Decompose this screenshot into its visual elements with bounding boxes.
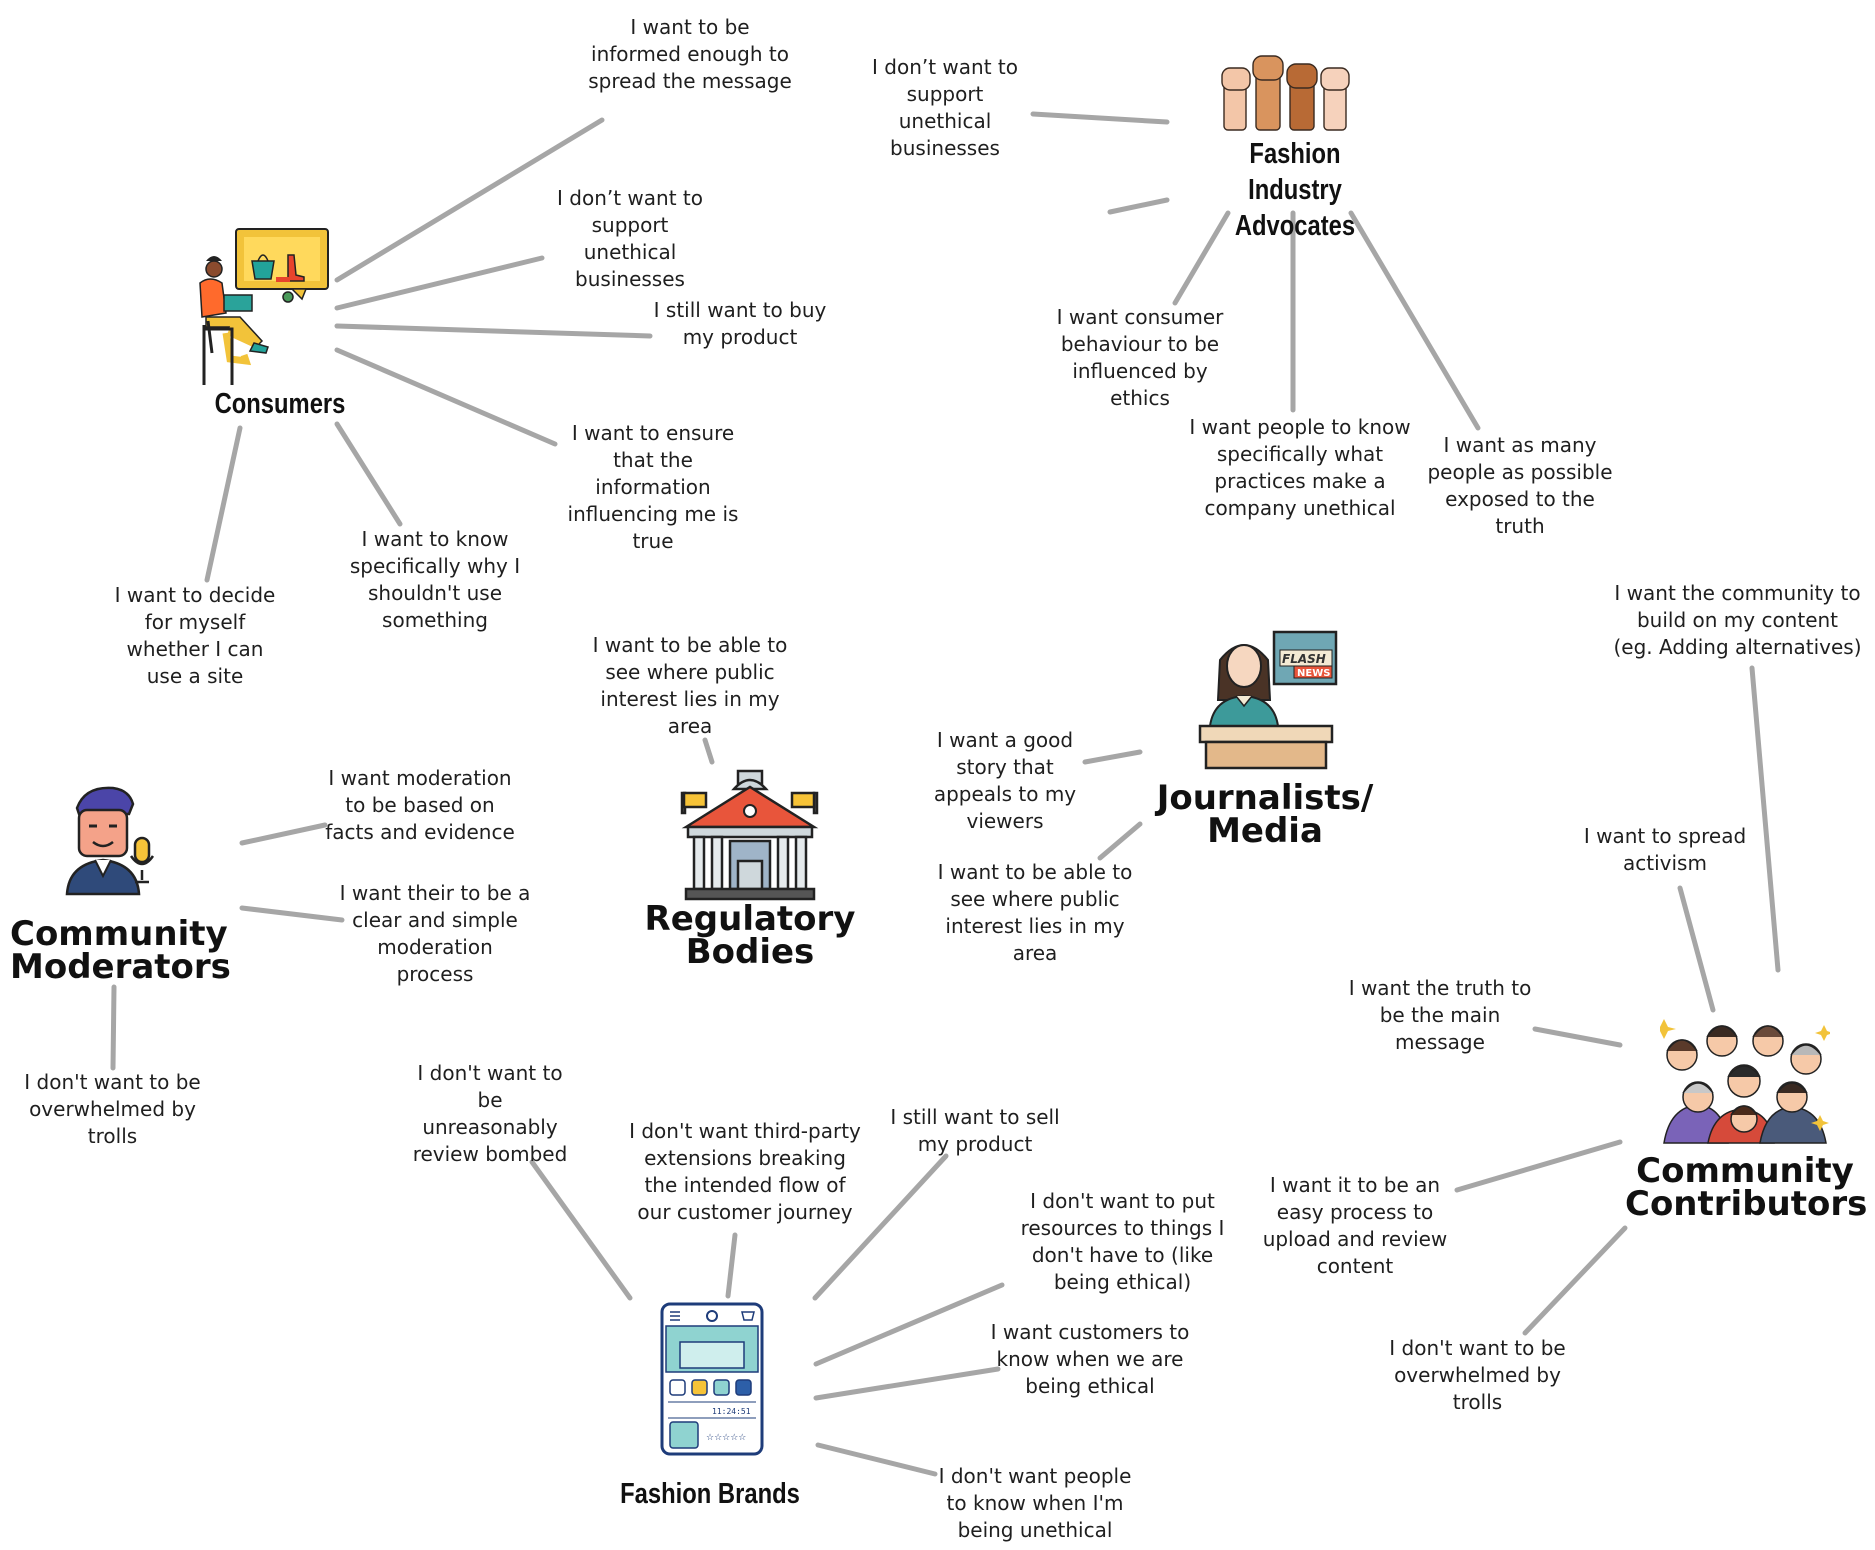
connector-line-26 bbox=[813, 1282, 1005, 1367]
app-clock-text: 11:24:51 bbox=[712, 1407, 751, 1416]
moderator-microphone-icon bbox=[65, 786, 155, 896]
advocate-need-behaviour: I want consumer behaviour to be influenc… bbox=[1056, 305, 1224, 410]
brand-need-know-unethical: I don't want people to know when I'm bei… bbox=[938, 1464, 1132, 1542]
contributor-need-build: I want the community to build on my cont… bbox=[1613, 581, 1862, 659]
consumer-need-know-why: I want to know specifically why I should… bbox=[349, 527, 521, 632]
brands-title: Fashion Brands bbox=[620, 1478, 800, 1510]
journalist-need-story: I want a good story that appeals to my v… bbox=[933, 728, 1077, 833]
connector-line-27 bbox=[813, 1366, 1001, 1401]
advocates-title: Fashion Industry Advocates bbox=[1234, 138, 1356, 242]
connector-line-15 bbox=[239, 822, 328, 846]
government-building-icon bbox=[680, 769, 819, 901]
connector-line-20 bbox=[1532, 1026, 1623, 1048]
consumer-need-still-buy: I still want to buy my product bbox=[653, 298, 827, 349]
contributor-need-easy: I want it to be an easy process to uploa… bbox=[1262, 1173, 1448, 1278]
connector-line-12 bbox=[702, 737, 715, 765]
connector-line-16 bbox=[239, 905, 345, 923]
connector-line-18 bbox=[1749, 665, 1781, 973]
regulators-title: Regulatory Bodies bbox=[644, 899, 856, 972]
connector-line-23 bbox=[529, 1159, 633, 1301]
connector-line-22 bbox=[1522, 1225, 1628, 1336]
consumer-need-informed: I want to be informed enough to spread t… bbox=[588, 15, 792, 93]
consumers-title: Consumers bbox=[214, 388, 346, 420]
contributors-title: Community Contributors bbox=[1625, 1151, 1868, 1224]
moderator-need-trolls: I don't want to be overwhelmed by trolls bbox=[24, 1070, 201, 1148]
moderators-title: Community Moderators bbox=[10, 914, 231, 987]
connector-line-4 bbox=[334, 347, 558, 447]
connector-line-3 bbox=[334, 323, 653, 339]
connector-line-7 bbox=[1030, 111, 1170, 125]
brand-need-know-ethical: I want customers to know when we are bei… bbox=[990, 1320, 1190, 1398]
brand-need-still-sell: I still want to sell my product bbox=[890, 1105, 1060, 1156]
advocate-need-exposed: I want as many people as possible expose… bbox=[1427, 433, 1613, 538]
connector-line-24 bbox=[725, 1232, 738, 1299]
consumer-need-no-support: I don’t want to support unethical busine… bbox=[557, 186, 703, 291]
consumer-need-ensure-true: I want to ensure that the information in… bbox=[567, 421, 739, 553]
connector-line-17 bbox=[110, 984, 117, 1071]
news-anchor-icon: FLASH NEWS bbox=[1198, 630, 1338, 770]
connector-line-6 bbox=[204, 425, 243, 583]
connector-line-11 bbox=[1348, 210, 1481, 431]
connector-line-13 bbox=[1082, 749, 1143, 765]
contributor-need-activism: I want to spread activism bbox=[1583, 824, 1747, 875]
connector-line-9 bbox=[1172, 210, 1231, 306]
connector-line-5 bbox=[334, 421, 403, 527]
brand-need-review-bombed: I don't want to be unreasonably review b… bbox=[412, 1061, 568, 1166]
connector-line-1 bbox=[334, 117, 605, 283]
regulator-need-interest: I want to be able to see where public in… bbox=[592, 633, 788, 738]
crowd-cheering-icon bbox=[1660, 1019, 1830, 1144]
flash-badge-text: FLASH bbox=[1282, 652, 1326, 666]
contributor-need-trolls: I don't want to be overwhelmed by trolls bbox=[1389, 1336, 1566, 1414]
news-badge-text: NEWS bbox=[1297, 668, 1330, 679]
connector-line-25 bbox=[812, 1153, 949, 1301]
brand-need-resources: I don't want to put resources to things … bbox=[1020, 1189, 1225, 1294]
connector-line-28 bbox=[815, 1442, 938, 1477]
person-shopping-laptop-icon bbox=[199, 228, 329, 385]
journalists-title: Journalists/ Media bbox=[1156, 778, 1374, 851]
advocate-need-no-support: I don’t want to support unethical busine… bbox=[872, 55, 1018, 160]
moderator-need-process: I want their to be a clear and simple mo… bbox=[339, 881, 531, 986]
mobile-shop-app-icon: 11:24:51 ☆☆☆☆☆ bbox=[660, 1302, 764, 1456]
journalist-need-interest: I want to be able to see where public in… bbox=[937, 860, 1133, 965]
contributor-need-truth: I want the truth to be the main message bbox=[1348, 976, 1532, 1054]
connector-line-2 bbox=[334, 255, 545, 311]
connector-line-14 bbox=[1097, 821, 1143, 861]
brand-need-extensions: I don't want third-party extensions brea… bbox=[629, 1119, 861, 1224]
connector-line-19 bbox=[1677, 885, 1716, 1013]
moderator-need-evidence: I want moderation to be based on facts a… bbox=[325, 766, 515, 844]
consumer-need-decide: I want to decide for myself whether I ca… bbox=[114, 583, 276, 688]
advocate-need-practices: I want people to know specifically what … bbox=[1189, 415, 1411, 520]
connector-line-21 bbox=[1454, 1139, 1623, 1193]
raised-fists-icon bbox=[1221, 55, 1350, 131]
app-rating-stars: ☆☆☆☆☆ bbox=[706, 1433, 746, 1443]
connector-line-8 bbox=[1107, 197, 1170, 215]
